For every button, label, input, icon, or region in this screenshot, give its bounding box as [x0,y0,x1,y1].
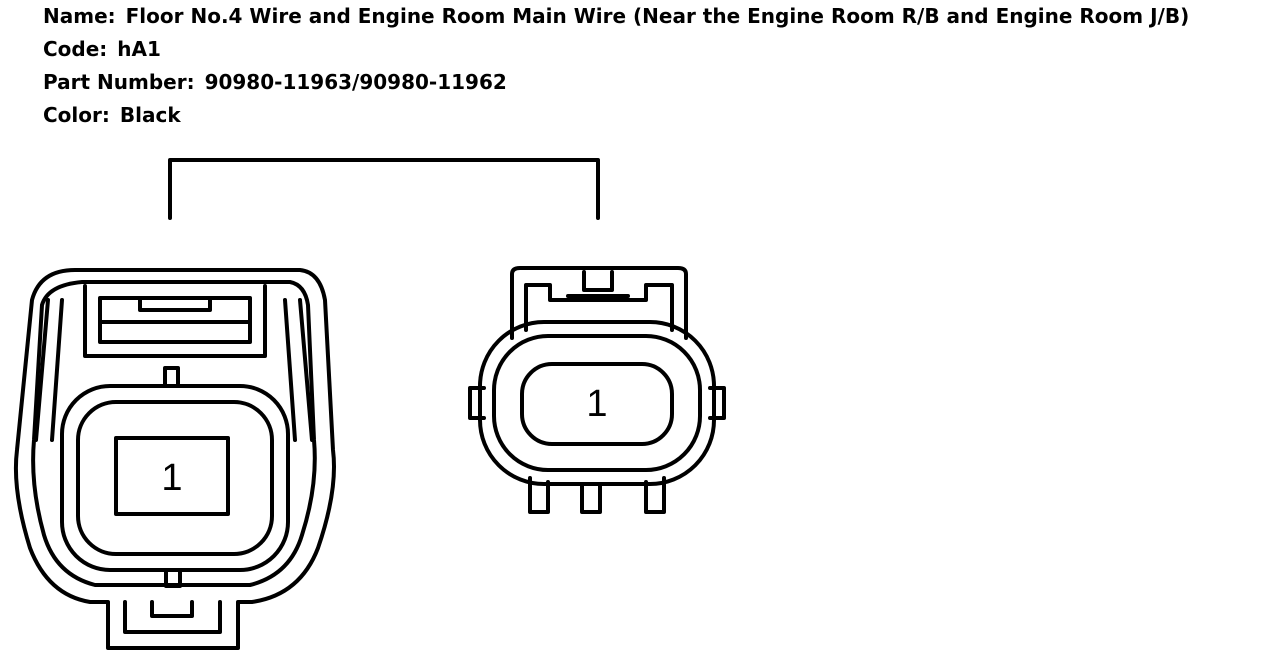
name-label: Name: [43,4,116,28]
female-bottom-lug [123,600,222,634]
male-top-block [510,266,688,340]
mating-bracket [168,158,600,220]
name-row: Name: Floor No.4 Wire and Engine Room Mai… [43,0,1189,33]
code-row: Code: hA1 [43,33,1189,66]
male-bottom-leg-right [644,476,666,514]
female-latch-guide [83,284,267,358]
part-number-row: Part Number: 90980-11963/90980-11962 [43,66,1189,99]
female-rib-right-outer [298,298,314,442]
code-value: hA1 [117,37,161,61]
female-rib-right-inner [283,298,297,442]
male-lock-tab [582,270,614,292]
male-cavity [520,362,674,446]
female-connector: 1 [13,268,336,650]
male-top-block-inner [524,283,674,332]
male-mid-housing [492,334,702,472]
female-outer-housing [13,268,336,650]
male-connector: 1 [468,266,726,514]
female-cavity-inner [76,400,274,556]
female-pin-1-terminal [114,436,230,516]
color-label: Color: [43,103,110,127]
male-bottom-leg-center [580,482,602,514]
female-pin-1-label: 1 [161,457,182,499]
female-bottom-lug-notch [150,600,194,618]
color-value: Black [119,103,181,127]
male-outer-housing [478,320,716,486]
female-rib-left-outer [34,298,50,442]
male-side-tab-right [708,386,726,420]
name-value: Floor No.4 Wire and Engine Room Main Wir… [125,4,1190,28]
male-pin-1-label: 1 [586,383,607,425]
male-side-tab-left [468,386,486,420]
female-key-slot-bottom [164,568,182,588]
code-label: Code: [43,37,108,61]
female-lock-tab [138,296,212,312]
female-cavity-outer [60,384,290,572]
female-inner-housing [31,280,317,587]
female-rib-left-inner [50,298,64,442]
color-row: Color: Black [43,99,1189,132]
connector-info: Name: Floor No.4 Wire and Engine Room Mai… [43,0,1189,132]
part-number-label: Part Number: [43,70,195,94]
part-number-value: 90980-11963/90980-11962 [204,70,507,94]
female-lock-latch [98,296,252,344]
male-bottom-leg-left [528,476,550,514]
female-key-slot-top [163,366,180,388]
